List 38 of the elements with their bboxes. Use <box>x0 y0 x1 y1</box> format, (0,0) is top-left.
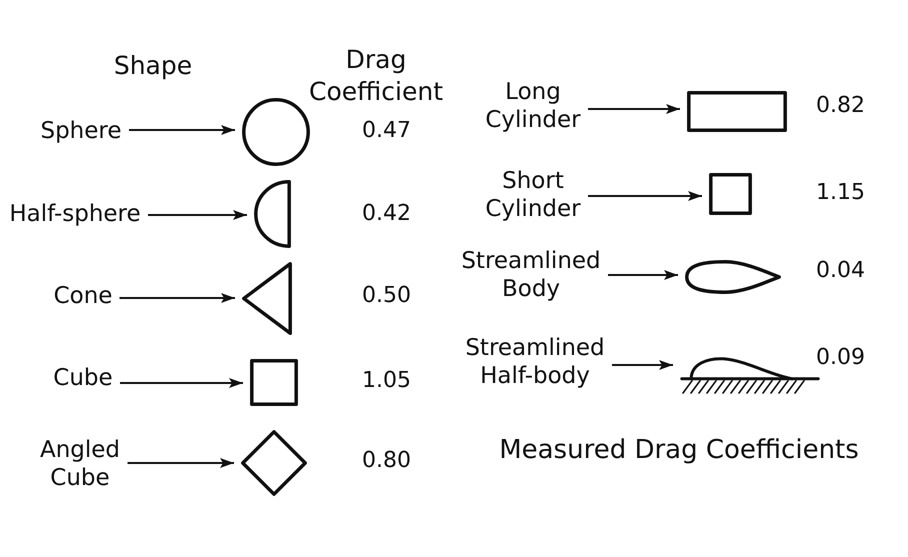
coefficient-value: 0.04 <box>816 257 866 285</box>
coefficient-value: 0.42 <box>362 200 412 228</box>
shape-name: Cube <box>52 364 114 392</box>
arrow <box>612 360 673 370</box>
shape-name: Sphere <box>39 117 123 145</box>
arrow <box>608 270 678 280</box>
arrow <box>588 191 702 201</box>
column-heading: Shape <box>112 50 194 82</box>
square-outline <box>709 173 752 215</box>
coefficient-value: 1.15 <box>816 179 866 207</box>
column-heading: Drag Coefficient <box>308 44 444 108</box>
coefficient-value: 0.50 <box>362 282 412 310</box>
figure-caption: Measured Drag Coefficients <box>498 434 860 466</box>
arrow <box>120 293 235 303</box>
coefficient-value: 0.47 <box>362 117 412 145</box>
arrow <box>120 378 243 388</box>
shape-name: Cone <box>52 282 114 310</box>
coefficient-value: 0.09 <box>816 344 866 372</box>
square-outline <box>250 359 298 406</box>
arrow <box>148 210 247 220</box>
coefficient-value: 0.82 <box>816 92 866 120</box>
coefficient-value: 1.05 <box>362 367 412 395</box>
diamond-outline <box>241 430 307 496</box>
shape-name: Short Cylinder <box>484 167 582 223</box>
shape-name: Streamlined Body <box>460 247 602 303</box>
coefficient-value: 0.80 <box>362 447 412 475</box>
circle-outline <box>242 98 310 166</box>
triangle-outline <box>242 262 292 335</box>
shape-name: Angled Cube <box>38 436 122 492</box>
arrow <box>588 104 680 114</box>
arrow <box>128 458 234 468</box>
shape-name: Streamlined Half-body <box>464 334 606 390</box>
shape-name: Long Cylinder <box>484 78 582 134</box>
half-circle-outline <box>254 180 291 248</box>
shape-name: Half-sphere <box>8 200 142 228</box>
arrow <box>129 125 235 135</box>
rectangle-outline <box>687 91 787 132</box>
teardrop-outline <box>685 260 781 294</box>
